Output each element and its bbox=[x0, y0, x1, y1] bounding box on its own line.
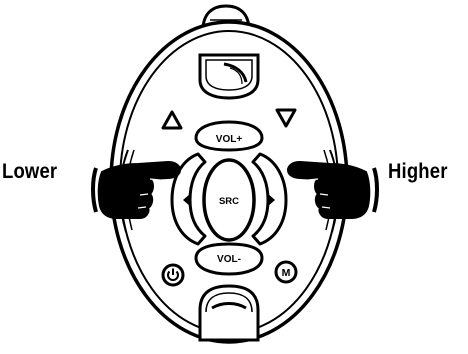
lower-label: Lower bbox=[2, 160, 57, 184]
vol-up-label: VOL+ bbox=[216, 134, 243, 145]
vol-down-label: VOL- bbox=[217, 254, 241, 265]
mode-m-icon: M bbox=[282, 267, 291, 279]
ir-window bbox=[200, 55, 258, 98]
vol-up-button[interactable]: VOL+ bbox=[196, 122, 262, 150]
bottom-grip bbox=[200, 286, 258, 340]
higher-label: Higher bbox=[388, 160, 448, 184]
power-button[interactable] bbox=[163, 265, 183, 285]
source-label: SRC bbox=[219, 196, 239, 207]
source-button[interactable]: SRC bbox=[204, 160, 254, 240]
mode-button[interactable]: M bbox=[276, 262, 296, 282]
vol-down-button[interactable]: VOL- bbox=[196, 244, 262, 274]
